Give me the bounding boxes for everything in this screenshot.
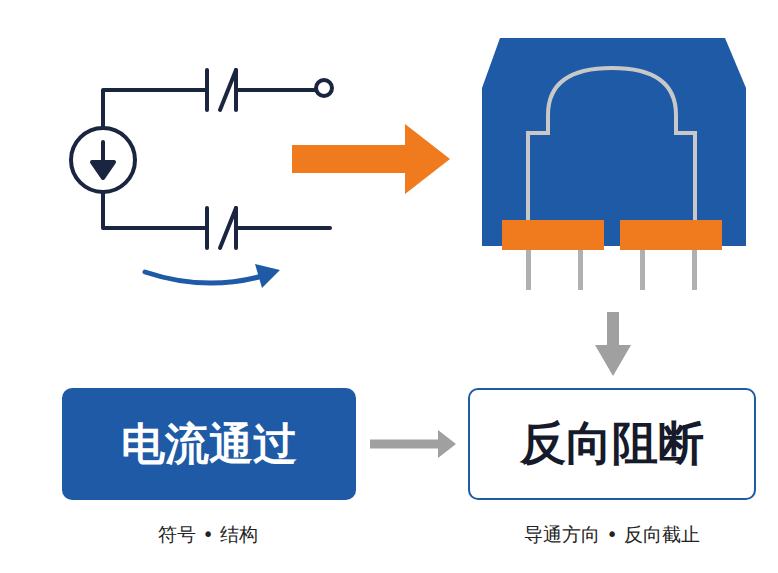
- box-text: 反向阻断: [520, 413, 704, 475]
- current-direction-arrow: [145, 264, 280, 288]
- outlined-box: 反向阻断: [468, 388, 756, 500]
- connector-arrow: [370, 430, 456, 458]
- filled-box: 电流通过: [62, 388, 356, 500]
- caption-label: 导通方向 • 反向截止: [524, 522, 699, 548]
- component-body: [482, 38, 746, 290]
- caption-label: 符号 • 结构: [158, 522, 257, 548]
- down-arrow: [595, 312, 631, 376]
- box-text: 电流通过: [121, 415, 297, 474]
- orange-arrow: [292, 124, 450, 194]
